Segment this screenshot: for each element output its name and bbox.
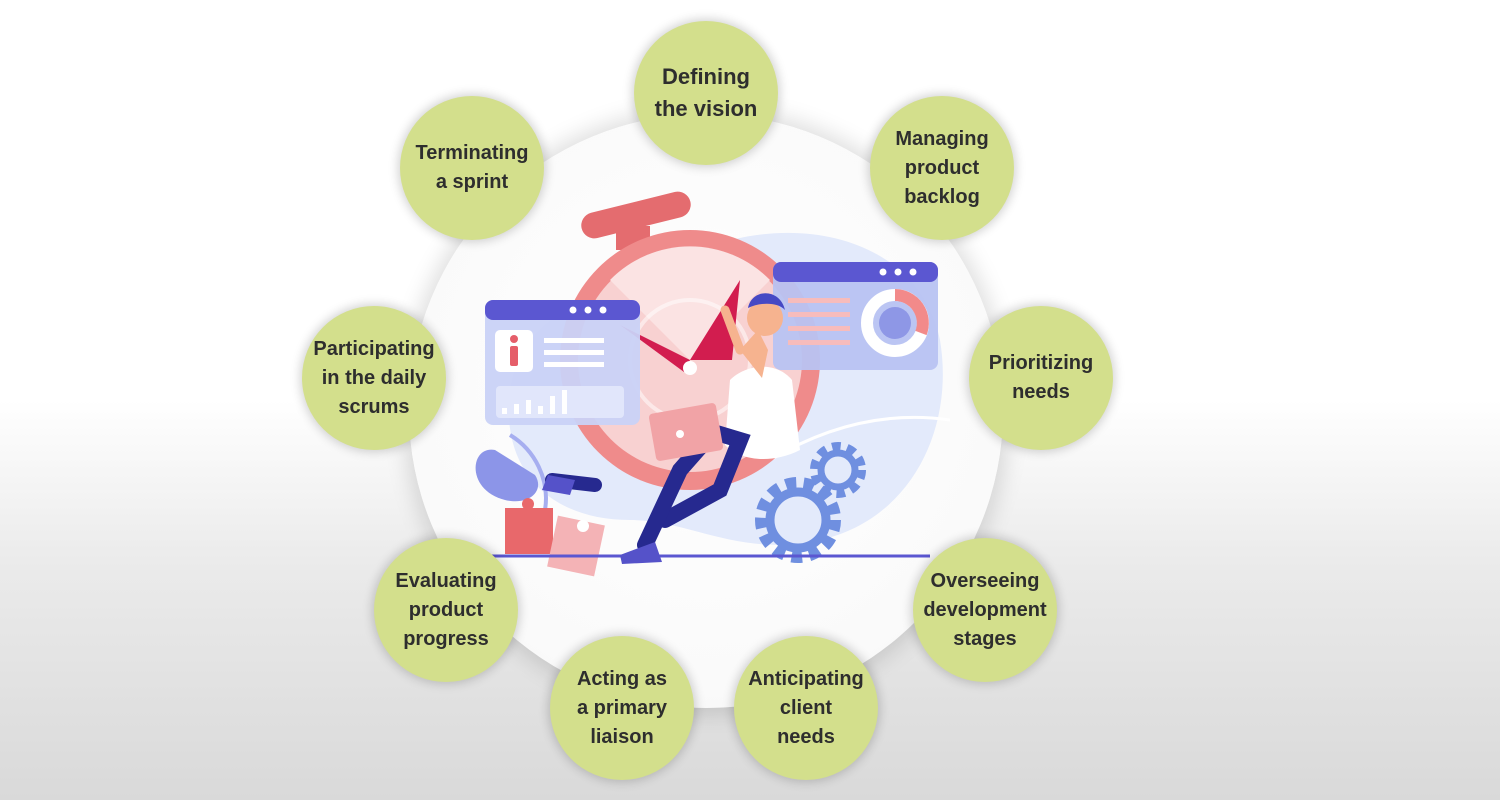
node-overseeing-development-stages: Overseeing development stages [913, 538, 1057, 682]
donut-chart-icon [861, 289, 929, 357]
product-owner-illustration [475, 191, 951, 577]
node-anticipating-client-needs: Anticipating client needs [734, 636, 878, 780]
laptop-icon [648, 403, 724, 461]
node-label: Evaluating product progress [395, 569, 497, 650]
node-terminating-a-sprint: Terminating a sprint [400, 96, 544, 240]
node-label: Terminating a sprint [415, 142, 529, 193]
node-participating-in-daily-scrums: Participating in the daily scrums [302, 306, 446, 450]
node-label: Anticipating client needs [748, 667, 864, 748]
plant-decoration [475, 433, 548, 511]
node-prioritizing-needs: Prioritizing needs [969, 306, 1113, 450]
node-label: Prioritizing needs [988, 352, 1094, 403]
node-label: Managing product backlog [895, 127, 989, 208]
node-label: Participating in the daily scrums [313, 337, 435, 418]
node-defining-the-vision: Defining the vision [634, 21, 778, 165]
chart-window [773, 262, 938, 370]
info-window [485, 300, 640, 425]
node-label: Overseeing development stages [923, 569, 1047, 650]
node-label: Defining the vision [654, 64, 758, 121]
person-figure [542, 293, 800, 564]
node-managing-product-backlog: Managing product backlog [870, 96, 1014, 240]
puzzle-piece-icon [505, 498, 605, 577]
info-icon [495, 330, 533, 372]
node-acting-as-primary-liaison: Acting as a primary liaison [550, 636, 694, 780]
node-label: Acting as a primary liaison [576, 667, 668, 748]
node-evaluating-product-progress: Evaluating product progress [374, 538, 518, 682]
